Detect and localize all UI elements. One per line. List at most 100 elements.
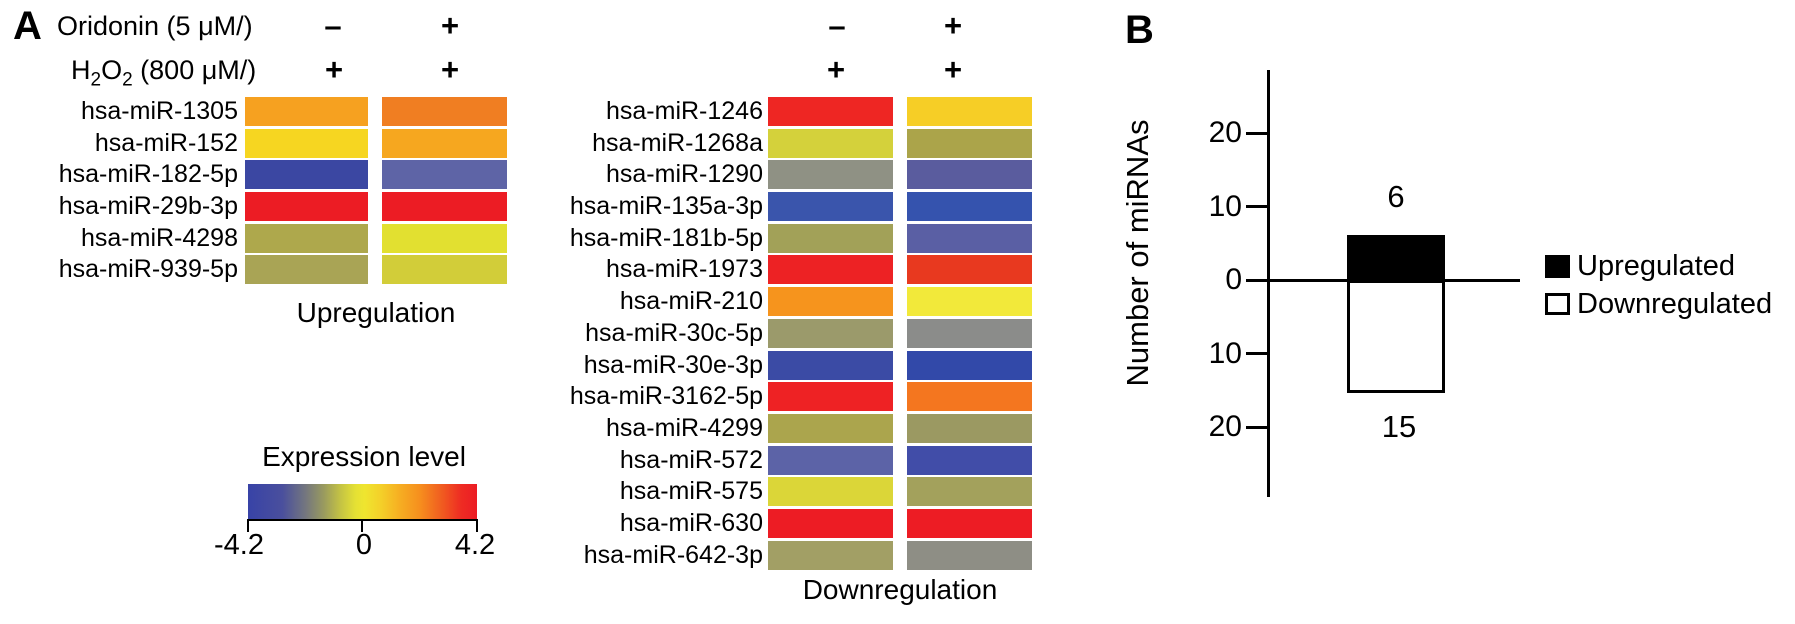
legend-item-downregulated: Downregulated <box>1545 287 1772 321</box>
heatmap-row: hsa-miR-4298 <box>0 223 507 253</box>
heatmap-cell-col1 <box>245 128 368 158</box>
heatmap-cell-col1 <box>768 382 893 412</box>
heatmap-cell-col1 <box>245 97 368 126</box>
heatmap-cell-col2 <box>907 445 1032 475</box>
mirna-name-label: hsa-miR-135a-3p <box>569 192 763 221</box>
heatmap-cell-col2 <box>907 160 1032 190</box>
y-tick-label-20-pos: 20 <box>1208 116 1242 149</box>
heatmap-cell-col2 <box>907 97 1032 126</box>
heatmap-cell-col1 <box>768 97 893 126</box>
heatmap-cell-col2 <box>907 287 1032 317</box>
expression-colorbar <box>248 484 477 519</box>
heatmap-cell-col1 <box>768 350 893 380</box>
heatmap-cell-col2 <box>382 160 507 190</box>
mirna-name-label: hsa-miR-152 <box>94 128 238 157</box>
heatmap-cell-col1 <box>768 192 893 222</box>
heatmap-row: hsa-miR-1305 <box>0 97 507 126</box>
mirna-name-label: hsa-miR-1290 <box>605 160 763 189</box>
downregulation-heatmap: hsa-miR-1246 hsa-miR-1268a hsa-miR-1290 hsa… <box>520 97 1032 572</box>
oridonin-down-col1-sign: – <box>828 8 846 43</box>
colorbar-max-label: 4.2 <box>454 529 496 561</box>
heatmap-cell-col2 <box>907 223 1032 253</box>
upregulated-bar <box>1347 235 1445 280</box>
legend-label-upregulated: Upregulated <box>1577 250 1735 282</box>
heatmap-cell-col2 <box>907 477 1032 507</box>
y-tick-0 <box>1246 278 1267 282</box>
h2o2-conc: (800 μM/) <box>132 55 257 85</box>
downregulated-bar-value: 15 <box>1381 409 1417 444</box>
heatmap-cell-col2 <box>382 128 507 158</box>
y-tick-label-10-neg: 10 <box>1208 336 1242 370</box>
h2o2-down-col2-sign: + <box>943 52 963 87</box>
downregulation-title: Downregulation <box>802 574 998 605</box>
heatmap-row: hsa-miR-3162-5p <box>520 382 1032 412</box>
heatmap-cell-col1 <box>245 160 368 190</box>
colorbar-tick-mid <box>361 519 363 532</box>
mirna-name-label: hsa-miR-4299 <box>605 413 763 442</box>
mirna-name-label: hsa-miR-1246 <box>605 97 763 125</box>
heatmap-row: hsa-miR-29b-3p <box>0 192 507 222</box>
downregulated-swatch-icon <box>1545 293 1570 315</box>
heatmap-cell-col1 <box>768 128 893 158</box>
heatmap-cell-col2 <box>382 97 507 126</box>
heatmap-row: hsa-miR-1290 <box>520 160 1032 190</box>
mirna-name-label: hsa-miR-642-3p <box>583 540 763 569</box>
colorbar-mid-label: 0 <box>355 529 373 561</box>
legend-item-upregulated: Upregulated <box>1545 249 1735 283</box>
legend-label-downregulated: Downregulated <box>1577 288 1773 320</box>
heatmap-cell-col1 <box>245 192 368 222</box>
h2o2-h: H <box>71 55 91 85</box>
heatmap-cell-col1 <box>768 287 893 317</box>
heatmap-cell-col1 <box>768 223 893 253</box>
colorbar-tick-min <box>247 519 249 532</box>
heatmap-cell-col1 <box>768 445 893 475</box>
heatmap-cell-col2 <box>907 350 1032 380</box>
heatmap-row: hsa-miR-939-5p <box>0 255 507 285</box>
heatmap-cell-col2 <box>907 540 1032 570</box>
heatmap-row: hsa-miR-1973 <box>520 255 1032 285</box>
heatmap-row: hsa-miR-630 <box>520 508 1032 538</box>
heatmap-cell-col1 <box>245 255 368 285</box>
h2o2-down-col1-sign: + <box>826 52 846 87</box>
h2o2-treatment-label: H2O2 (800 μM/) <box>71 53 256 97</box>
oridonin-treatment-label: Oridonin (5 μM/) <box>57 11 253 41</box>
mirna-name-label: hsa-miR-30c-5p <box>585 318 763 347</box>
heatmap-cell-col1 <box>768 477 893 507</box>
heatmap-row: hsa-miR-575 <box>520 477 1032 507</box>
heatmap-row: hsa-miR-30e-3p <box>520 350 1032 380</box>
mirna-name-label: hsa-miR-29b-3p <box>58 192 238 221</box>
y-tick-10-pos <box>1246 205 1267 208</box>
heatmap-row: hsa-miR-642-3p <box>520 540 1032 570</box>
heatmap-row: hsa-miR-181b-5p <box>520 223 1032 253</box>
mirna-name-label: hsa-miR-181b-5p <box>569 223 763 252</box>
heatmap-cell-col2 <box>907 255 1032 285</box>
oridonin-down-col2-sign: + <box>943 8 963 43</box>
heatmap-row: hsa-miR-1246 <box>520 97 1032 126</box>
heatmap-row: hsa-miR-152 <box>0 128 507 158</box>
heatmap-cell-col2 <box>382 255 507 285</box>
heatmap-row: hsa-miR-572 <box>520 445 1032 475</box>
upregulated-bar-value: 6 <box>1387 179 1405 214</box>
expression-scale-title: Expression level <box>262 441 466 472</box>
heatmap-cell-col2 <box>907 413 1032 443</box>
panel-b-label: B <box>1125 8 1154 52</box>
heatmap-cell-col2 <box>907 192 1032 222</box>
downregulated-bar <box>1347 280 1445 393</box>
oridonin-up-col1-sign: – <box>324 8 342 43</box>
mirna-name-label: hsa-miR-1268a <box>592 128 763 157</box>
heatmap-row: hsa-miR-4299 <box>520 413 1032 443</box>
heatmap-row: hsa-miR-1268a <box>520 128 1032 158</box>
h2o2-up-col1-sign: + <box>324 52 344 87</box>
panel-a-label: A <box>13 4 42 48</box>
heatmap-cell-col2 <box>382 192 507 222</box>
y-tick-label-20-neg: 20 <box>1208 410 1242 443</box>
heatmap-cell-col1 <box>245 223 368 253</box>
mirna-name-label: hsa-miR-1305 <box>80 97 238 125</box>
heatmap-cell-col1 <box>768 160 893 190</box>
mirna-name-label: hsa-miR-575 <box>619 477 763 506</box>
upregulation-title: Upregulation <box>296 297 456 328</box>
mirna-name-label: hsa-miR-630 <box>619 508 763 537</box>
heatmap-row: hsa-miR-30c-5p <box>520 318 1032 348</box>
